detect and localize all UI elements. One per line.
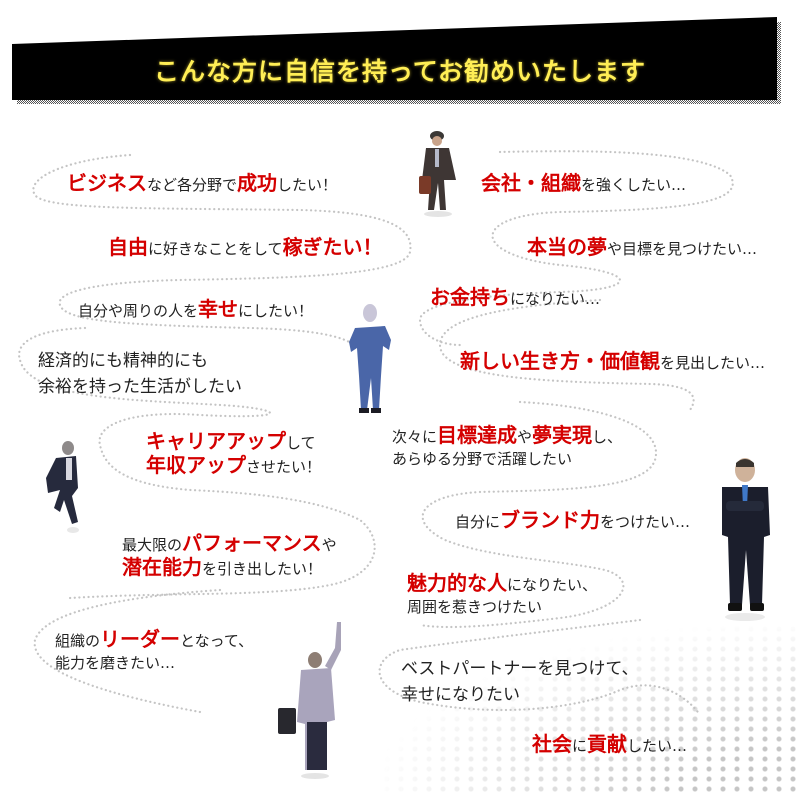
message-comfort: 経済的にも精神的にも 余裕を持った生活がしたい xyxy=(38,351,242,397)
message-goals: 次々に目標達成や夢実現し、 あらゆる分野で活躍したい xyxy=(392,423,623,468)
arms-crossed-man-figure xyxy=(722,458,770,621)
message-happiness: 自分や周りの人を幸せにしたい！ xyxy=(78,297,314,321)
message-business: ビジネスなど各分野で成功したい！ xyxy=(67,171,338,195)
floor-grid-background xyxy=(380,624,800,794)
message-society: 社会に貢献したい… xyxy=(532,732,688,756)
pointing-man-figure xyxy=(278,622,341,779)
message-partner: ベストパートナーを見つけて、 幸せになりたい xyxy=(401,659,639,705)
banner-shape xyxy=(12,17,781,104)
message-performance: 最大限のパフォーマンスや 潜在能力を引き出したい！ xyxy=(122,531,337,579)
message-company: 会社・組織を強くしたい… xyxy=(481,171,687,195)
message-freedom: 自由に好きなことをして稼ぎたい！ xyxy=(108,235,383,259)
message-charm: 魅力的な人になりたい、 周囲を惹きつけたい xyxy=(407,571,598,616)
message-new-life: 新しい生き方・価値観を見出したい… xyxy=(460,349,766,373)
message-leader: 組織のリーダーとなって、 能力を磨きたい… xyxy=(55,627,254,672)
back-view-man-figure xyxy=(349,304,391,413)
message-career: キャリアアップして 年収アップさせたい！ xyxy=(146,429,322,477)
walking-man-briefcase-figure xyxy=(419,131,456,217)
header-banner: こんな方に自信を持ってお勧めいたします xyxy=(0,0,800,120)
message-rich: お金持ちになりたい… xyxy=(430,285,601,309)
message-brand: 自分にブランド力をつけたい… xyxy=(455,508,691,532)
message-dream: 本当の夢や目標を見つけたい… xyxy=(527,235,758,259)
banner-title: こんな方に自信を持ってお勧めいたします xyxy=(153,57,646,86)
running-man-figure xyxy=(46,441,79,533)
